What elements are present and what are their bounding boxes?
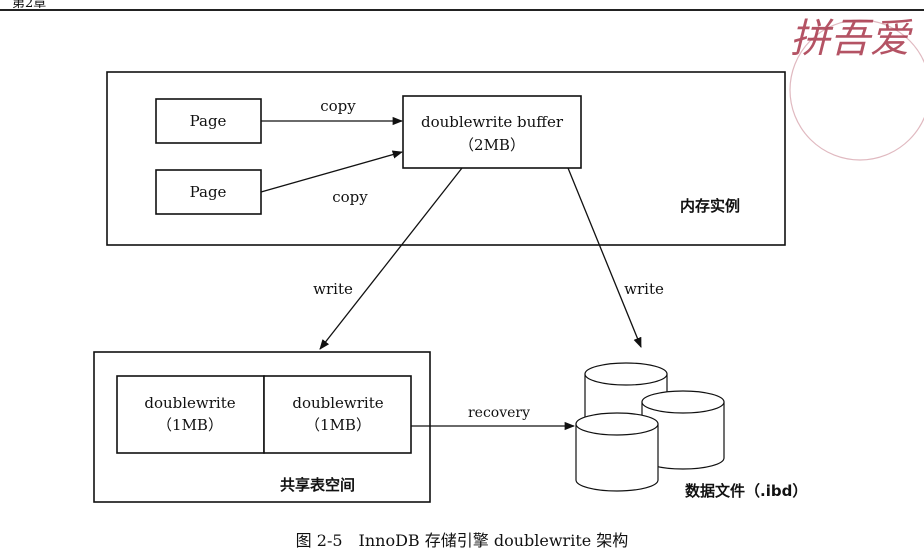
memory-instance-label: 内存实例: [680, 197, 740, 215]
doublewrite-right-line-1: doublewrite: [292, 394, 383, 412]
datafile-label: 数据文件（.ibd）: [685, 482, 807, 500]
copy-arrow-b: [260, 150, 404, 193]
buffer-line-2: （2MB）: [459, 136, 525, 154]
page-box-b: [155, 169, 262, 215]
doublewrite-left-line-1: doublewrite: [144, 394, 235, 412]
copy-label-b: copy: [332, 188, 368, 206]
doublewrite-left-line-2: （1MB）: [157, 416, 223, 434]
watermark-stamp: 拼吾爱: [789, 16, 924, 161]
doublewrite-block-right: [263, 375, 412, 454]
stamp-text: 拼吾爱: [790, 16, 913, 62]
page-box-a: [155, 98, 262, 144]
datafile-cylinder-right: [641, 390, 725, 470]
write-arrow-left: [319, 167, 463, 350]
buffer-line-1: doublewrite buffer: [421, 113, 564, 131]
page-label-a: Page: [190, 112, 227, 130]
doublewrite-block-left: [116, 375, 265, 454]
write-label-left: write: [313, 280, 353, 298]
doublewrite-right-line-2: （1MB）: [305, 416, 371, 434]
shared-tablespace-label: 共享表空间: [280, 476, 355, 494]
recovery-label: recovery: [468, 405, 530, 421]
write-label-right: write: [624, 280, 664, 298]
copy-label-a: copy: [320, 97, 356, 115]
page-label-b: Page: [190, 183, 227, 201]
write-arrow-right: [567, 167, 642, 348]
datafile-cylinder-front: [575, 412, 659, 492]
header-fragment: 第2章: [12, 0, 46, 11]
figure-caption: 图 2-5 InnoDB 存储引擎 doublewrite 架构: [296, 531, 629, 550]
doublewrite-buffer-box: [402, 95, 582, 169]
